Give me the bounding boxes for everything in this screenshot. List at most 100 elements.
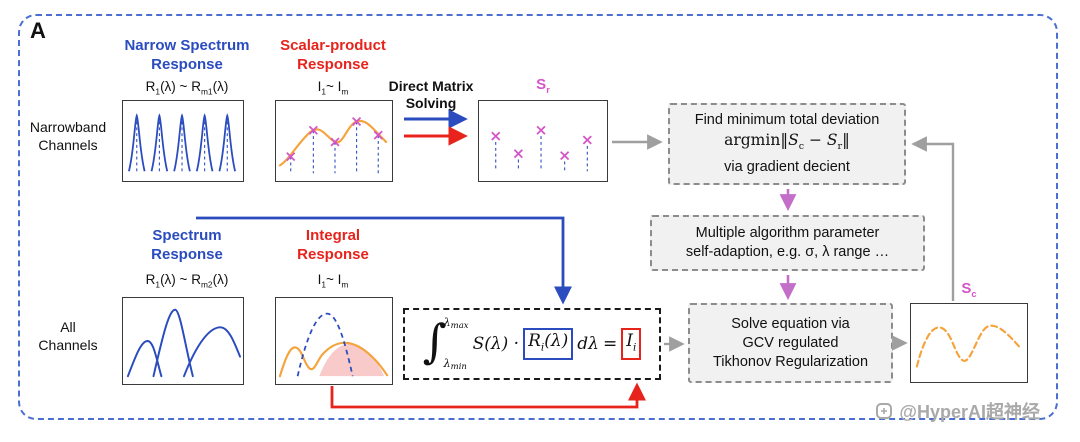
range-part: (λ)	[212, 79, 229, 94]
scalar-product-plot-svg	[278, 116, 388, 174]
direct-matrix-line1: Direct Matrix	[388, 78, 474, 94]
spectrum-response-title: Spectrum Response	[112, 226, 262, 264]
sr-symbol: S	[826, 131, 838, 150]
scalar-product-title-line2: Response	[297, 56, 369, 73]
diagram-panel-border	[18, 14, 1058, 420]
solve-line1: Solve equation via	[731, 315, 850, 332]
sr-plot	[478, 100, 608, 182]
narrow-spectrum-range-label: R1(λ) ~ Rm1(λ)	[112, 79, 262, 97]
norm-bar: ‖	[780, 131, 789, 150]
range-subscript: m2	[200, 279, 213, 290]
range-part: I	[317, 79, 322, 94]
sc-dashed-curve	[915, 324, 1023, 368]
ri-term-box: Ri(λ)	[523, 327, 574, 361]
range-subscript: 1	[321, 86, 327, 97]
find-minimum-box: Find minimum total deviation argmin‖Sc −…	[668, 103, 906, 185]
ii-term-box: Ii	[621, 327, 642, 361]
integral-blue-dashed-curve	[296, 312, 354, 377]
range-part: ~ I	[326, 272, 342, 287]
narrow-spectrum-title-line2: Response	[151, 56, 223, 73]
s-lambda-term: S(λ) ·	[472, 334, 520, 354]
range-subscript: 1	[155, 86, 161, 97]
solve-box: Solve equation via GCV regulated Tikhono…	[688, 303, 893, 383]
minus-sign: −	[804, 131, 827, 150]
range-subscript: m1	[200, 86, 213, 97]
parameters-box: Multiple algorithm parameter self-adapti…	[650, 215, 925, 271]
ri-args: (λ)	[544, 330, 569, 351]
direct-matrix-line2: Solving	[405, 95, 457, 111]
dlambda-term: dλ	[577, 334, 599, 354]
all-channels-line1: All	[60, 319, 76, 335]
find-min-line1: Find minimum total deviation	[694, 112, 880, 129]
x-marks	[286, 116, 383, 162]
watermark: @HyperAI超神经	[812, 398, 1040, 424]
watermark-text: @HyperAI超神经	[899, 402, 1040, 422]
sr-subscript: r	[546, 85, 550, 95]
peak-guide-lines	[136, 115, 228, 172]
range-part: R	[145, 272, 156, 287]
sr-label: Sr	[508, 76, 578, 95]
sr-base: S	[536, 76, 547, 93]
sample-guide-lines	[290, 121, 379, 174]
ri-base: R	[528, 330, 541, 351]
lower-limit-sub: min	[450, 362, 467, 372]
hyperai-logo-icon	[876, 403, 893, 419]
lower-limit: λmin	[444, 357, 469, 372]
narrow-peak-curves	[128, 113, 236, 172]
solve-line2: GCV regulated	[742, 334, 839, 351]
integral-limits: λmax λmin	[444, 316, 469, 372]
sc-plot-svg	[915, 324, 1023, 368]
narrowband-label-line2: Channels	[38, 137, 98, 153]
all-channels-line2: Channels	[38, 337, 98, 353]
sc-label: Sc	[934, 280, 1004, 299]
narrowband-label-line1: Narrowband	[29, 119, 107, 135]
spectrum-plot	[122, 297, 244, 385]
sc-base: S	[961, 280, 972, 297]
range-part: R	[145, 79, 156, 94]
integral-equation-box: ∫ λmax λmin S(λ) · Ri(λ) dλ = Ii	[403, 308, 661, 380]
integral-plot	[275, 297, 393, 385]
ri-subscript: i	[540, 341, 545, 354]
ii-base: I	[626, 330, 633, 351]
range-part: ~ I	[326, 79, 342, 94]
integral-plot-svg	[278, 312, 389, 378]
argmin-fn: argmin	[724, 131, 781, 150]
upper-limit-lambda: λ	[443, 316, 451, 329]
upper-limit-sub: max	[450, 321, 469, 331]
integral-title-line2: Response	[297, 246, 369, 263]
range-part: (λ) ~ R	[160, 79, 201, 94]
integral-title-line1: Integral	[305, 227, 361, 244]
find-min-line3: via gradient decient	[724, 158, 850, 175]
sc-plot	[910, 303, 1028, 383]
range-subscript: 1	[155, 279, 161, 290]
scalar-product-plot	[275, 100, 393, 182]
equals-sign: =	[602, 334, 618, 354]
params-line2: self-adaption, e.g. σ, λ range …	[685, 244, 890, 260]
range-subscript: m	[341, 86, 349, 97]
narrow-spectrum-title: Narrow Spectrum Response	[112, 36, 262, 74]
sr-plot-svg	[491, 125, 592, 172]
ii-subscript: i	[632, 341, 637, 354]
norm-bar: ‖	[842, 131, 850, 150]
narrowband-channels-label: Narrowband Channels	[20, 118, 116, 154]
spectrum-title-line2: Response	[151, 246, 223, 263]
integral-sign: ∫	[422, 314, 447, 369]
sc-symbol-sub: c	[798, 141, 805, 153]
integral-response-title: Integral Response	[268, 226, 398, 264]
all-channels-label: All Channels	[20, 318, 116, 354]
argmin-expression: argmin‖Sc − Sr‖	[724, 130, 850, 157]
scalar-product-title-line1: Scalar-product	[280, 37, 386, 54]
sr-symbol-sub: r	[837, 141, 843, 153]
sc-symbol: S	[788, 131, 799, 150]
spectrum-plot-svg	[126, 308, 242, 378]
integral-filled-area	[319, 343, 385, 377]
range-part: (λ)	[212, 272, 229, 287]
range-part: (λ) ~ R	[160, 272, 201, 287]
spectrum-curves	[126, 308, 242, 378]
panel-label: A	[30, 18, 46, 43]
direct-matrix-solving-label: Direct Matrix Solving	[385, 78, 477, 112]
integral-range-label: I1~ Im	[268, 272, 398, 290]
upper-limit: λmax	[444, 316, 469, 331]
narrow-spectrum-plot	[122, 100, 244, 182]
scalar-product-title: Scalar-product Response	[268, 36, 398, 74]
